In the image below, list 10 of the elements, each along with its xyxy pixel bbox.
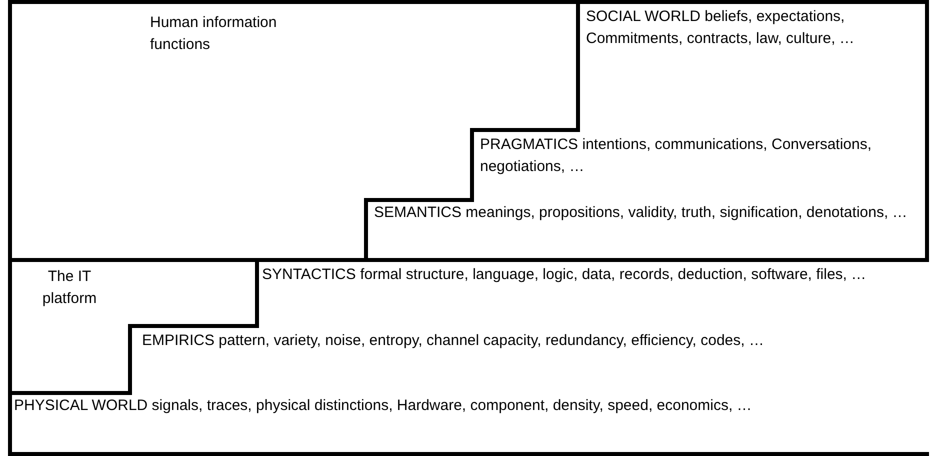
layer-description: SYNTACTICS formal structure, language, logic, data, records, deduction, software, files, … (262, 264, 917, 286)
panel-title: The IT platform (41, 267, 98, 309)
layer-panel (8, 0, 929, 262)
layer-description: SOCIAL WORLD beliefs, expectations, Commitments, contracts, law, culture, … (586, 6, 921, 50)
layer-description: PHYSICAL WORLD signals, traces, physical distinctions, Hardware, component, density, speed, economics, … (14, 395, 919, 417)
layer-description: SEMANTICS meanings, propositions, validity, truth, signification, denotations, … (374, 202, 924, 224)
panel-title: Human information functions (150, 13, 278, 55)
layer-panel (8, 258, 929, 456)
layer-description: EMPIRICS pattern, variety, noise, entropy, channel capacity, redundancy, efficiency, codes, … (142, 330, 922, 352)
layer-description: PRAGMATICS intentions, communications, Conversations, negotiations, … (480, 134, 920, 178)
